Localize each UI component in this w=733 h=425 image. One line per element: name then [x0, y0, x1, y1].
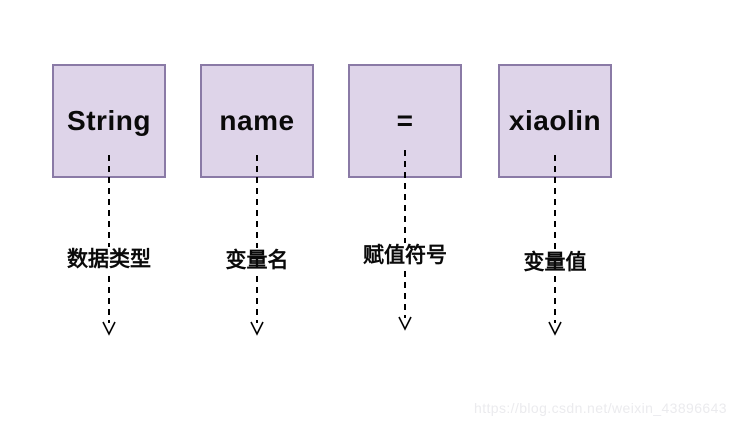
label-data-type: 数据类型	[65, 247, 153, 273]
box-name: name	[200, 64, 314, 178]
dashed-down-arrow-icon	[548, 155, 562, 336]
label-assignment-symbol: 赋值符号	[361, 243, 449, 269]
column-variable-value: xiaolin 变量值	[495, 64, 615, 354]
dashed-down-arrow-icon	[398, 150, 412, 331]
column-assignment-symbol: = 赋值符号	[345, 64, 465, 354]
box-equals: =	[348, 64, 462, 178]
label-variable-name: 变量名	[223, 248, 291, 274]
dashed-down-arrow-icon	[250, 155, 264, 336]
label-variable-value: 变量值	[521, 250, 589, 276]
column-data-type: String 数据类型	[49, 64, 169, 354]
dashed-down-arrow-icon	[102, 155, 116, 336]
watermark-text: https://blog.csdn.net/weixin_43896643	[474, 400, 727, 416]
column-variable-name: name 变量名	[197, 64, 317, 354]
